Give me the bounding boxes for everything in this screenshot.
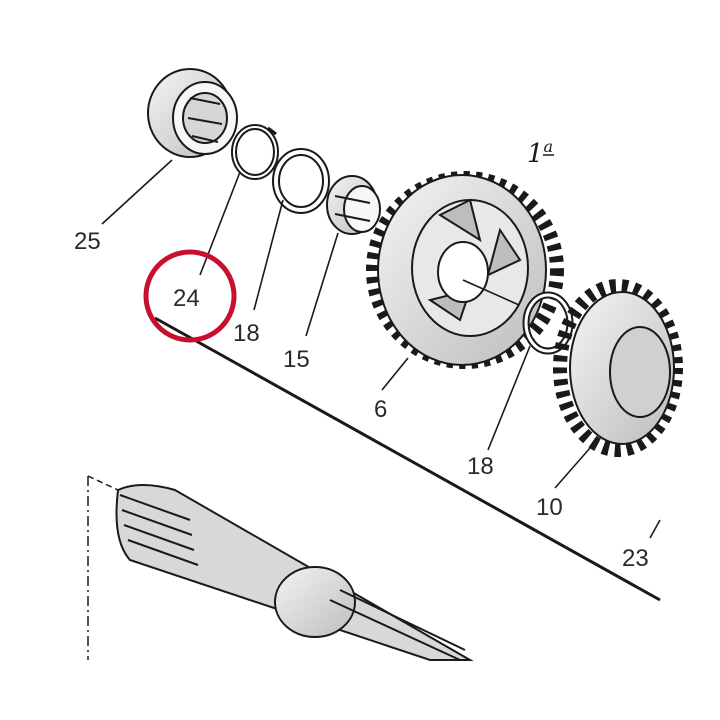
gear-part-6 <box>366 171 564 369</box>
leader-24 <box>199 171 241 276</box>
callout-6: 6 <box>374 396 387 423</box>
leader-25 <box>101 159 173 225</box>
callout-24: 24 <box>173 285 200 312</box>
gear-label-first: 1a <box>527 137 553 169</box>
leader-6 <box>381 357 409 391</box>
needle-bearing-part-15 <box>326 175 381 235</box>
axis-line <box>154 316 661 602</box>
washer-part-18-a <box>272 148 330 214</box>
gear-part-10 <box>553 279 683 457</box>
leader-18-a <box>253 199 284 311</box>
callout-23: 23 <box>622 545 649 572</box>
gear-label-ordinal: a <box>544 137 554 156</box>
leader-23 <box>649 519 661 539</box>
highlight-circle-24 <box>143 249 237 343</box>
gear-label-number: 1 <box>527 139 544 169</box>
callout-15: 15 <box>283 346 310 373</box>
callout-25: 25 <box>74 228 101 255</box>
shaft-axis-dash <box>87 475 119 491</box>
callout-18-a: 18 <box>233 320 260 347</box>
shaft <box>115 484 474 661</box>
callout-18-b: 18 <box>467 453 494 480</box>
leader-6-hub <box>462 279 520 306</box>
bearing-part-25 <box>147 68 238 158</box>
leader-15 <box>305 232 339 337</box>
callout-10: 10 <box>536 494 563 521</box>
circlip-part-24 <box>231 124 279 180</box>
leader-10 <box>554 447 591 489</box>
leader-18-b <box>487 345 531 451</box>
